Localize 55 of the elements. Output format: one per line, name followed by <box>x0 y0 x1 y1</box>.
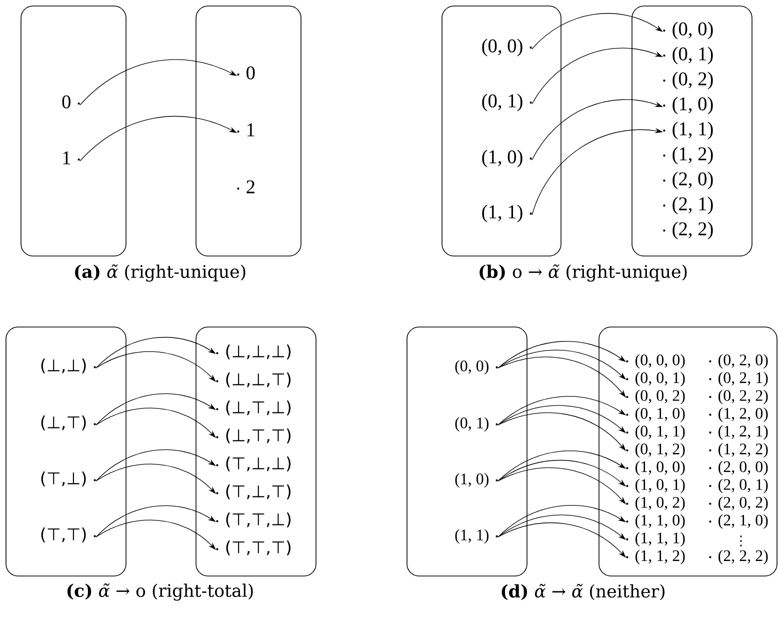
caption: (c) α̃ → o (right-total) <box>67 583 253 601</box>
element-label: (0, 2, 1) <box>709 372 768 386</box>
set-box <box>632 6 752 256</box>
element-label: (2, 0, 0) <box>709 460 768 476</box>
element-label: (⊤,⊤) <box>41 528 96 542</box>
set-box <box>20 6 126 256</box>
set-box <box>196 326 316 576</box>
arrow <box>96 351 216 382</box>
element-label: (1, 1) <box>663 122 713 140</box>
set-box <box>196 6 302 256</box>
set-box <box>406 326 528 576</box>
element-label: (⊥,⊥) <box>41 358 96 374</box>
element-label: 0 <box>62 95 80 108</box>
arrow <box>498 514 626 540</box>
element-label: (1, 2) <box>663 146 713 164</box>
element-label: (1, 2, 2) <box>709 443 768 458</box>
caption: (d) α̃ → α̃ (neither) <box>502 584 664 600</box>
element-label: (2, 2) <box>663 222 713 240</box>
element-label: (1, 0) <box>663 96 713 114</box>
element-label: (0, 1) <box>455 417 498 432</box>
element-label: (2, 1) <box>663 196 713 214</box>
caption: (a) α̃ (right-unique) <box>75 264 246 282</box>
element-label: (2, 1, 0) <box>709 514 768 529</box>
set-box <box>598 326 778 576</box>
element-label: (0, 1) <box>663 46 713 64</box>
arrow <box>498 412 626 451</box>
vertical-ellipsis: ⋮ <box>740 536 742 546</box>
element-label: (0, 2, 2) <box>709 390 768 404</box>
element-label: 1 <box>63 151 80 164</box>
element-label: (1, 2, 0) <box>709 408 768 422</box>
element-label: (0, 2) <box>663 72 713 90</box>
arrow <box>96 520 216 550</box>
element-label: (1, 0, 0) <box>626 460 685 476</box>
element-label: (1, 1) <box>482 204 532 222</box>
element-label: (2, 0, 2) <box>709 496 768 511</box>
element-label: (1, 2, 1) <box>709 425 768 440</box>
set-box <box>442 6 562 256</box>
element-label: (0, 0) <box>455 360 498 375</box>
element-label: (⊥,⊤) <box>41 416 96 430</box>
element-label: (2, 2, 2) <box>709 550 768 564</box>
element-label: (1, 1, 0) <box>626 514 685 529</box>
element-label: (2, 0) <box>663 172 713 190</box>
element-label: 2 <box>237 180 254 194</box>
element-label: (1, 0) <box>455 473 498 488</box>
element-label: (0, 2, 0) <box>709 354 768 369</box>
element-label: (0, 1) <box>482 94 532 112</box>
arrow <box>96 464 216 494</box>
element-label: (2, 0, 1) <box>709 478 768 494</box>
set-box <box>6 326 126 576</box>
element-label: (⊤,⊥) <box>41 472 96 486</box>
element-label: (1, 0) <box>482 150 532 168</box>
arrow <box>96 408 216 438</box>
caption: (b) o → α̃ (right-unique) <box>480 264 687 282</box>
element-label: (1, 1) <box>455 529 498 544</box>
element-label: (0, 0) <box>482 38 532 56</box>
